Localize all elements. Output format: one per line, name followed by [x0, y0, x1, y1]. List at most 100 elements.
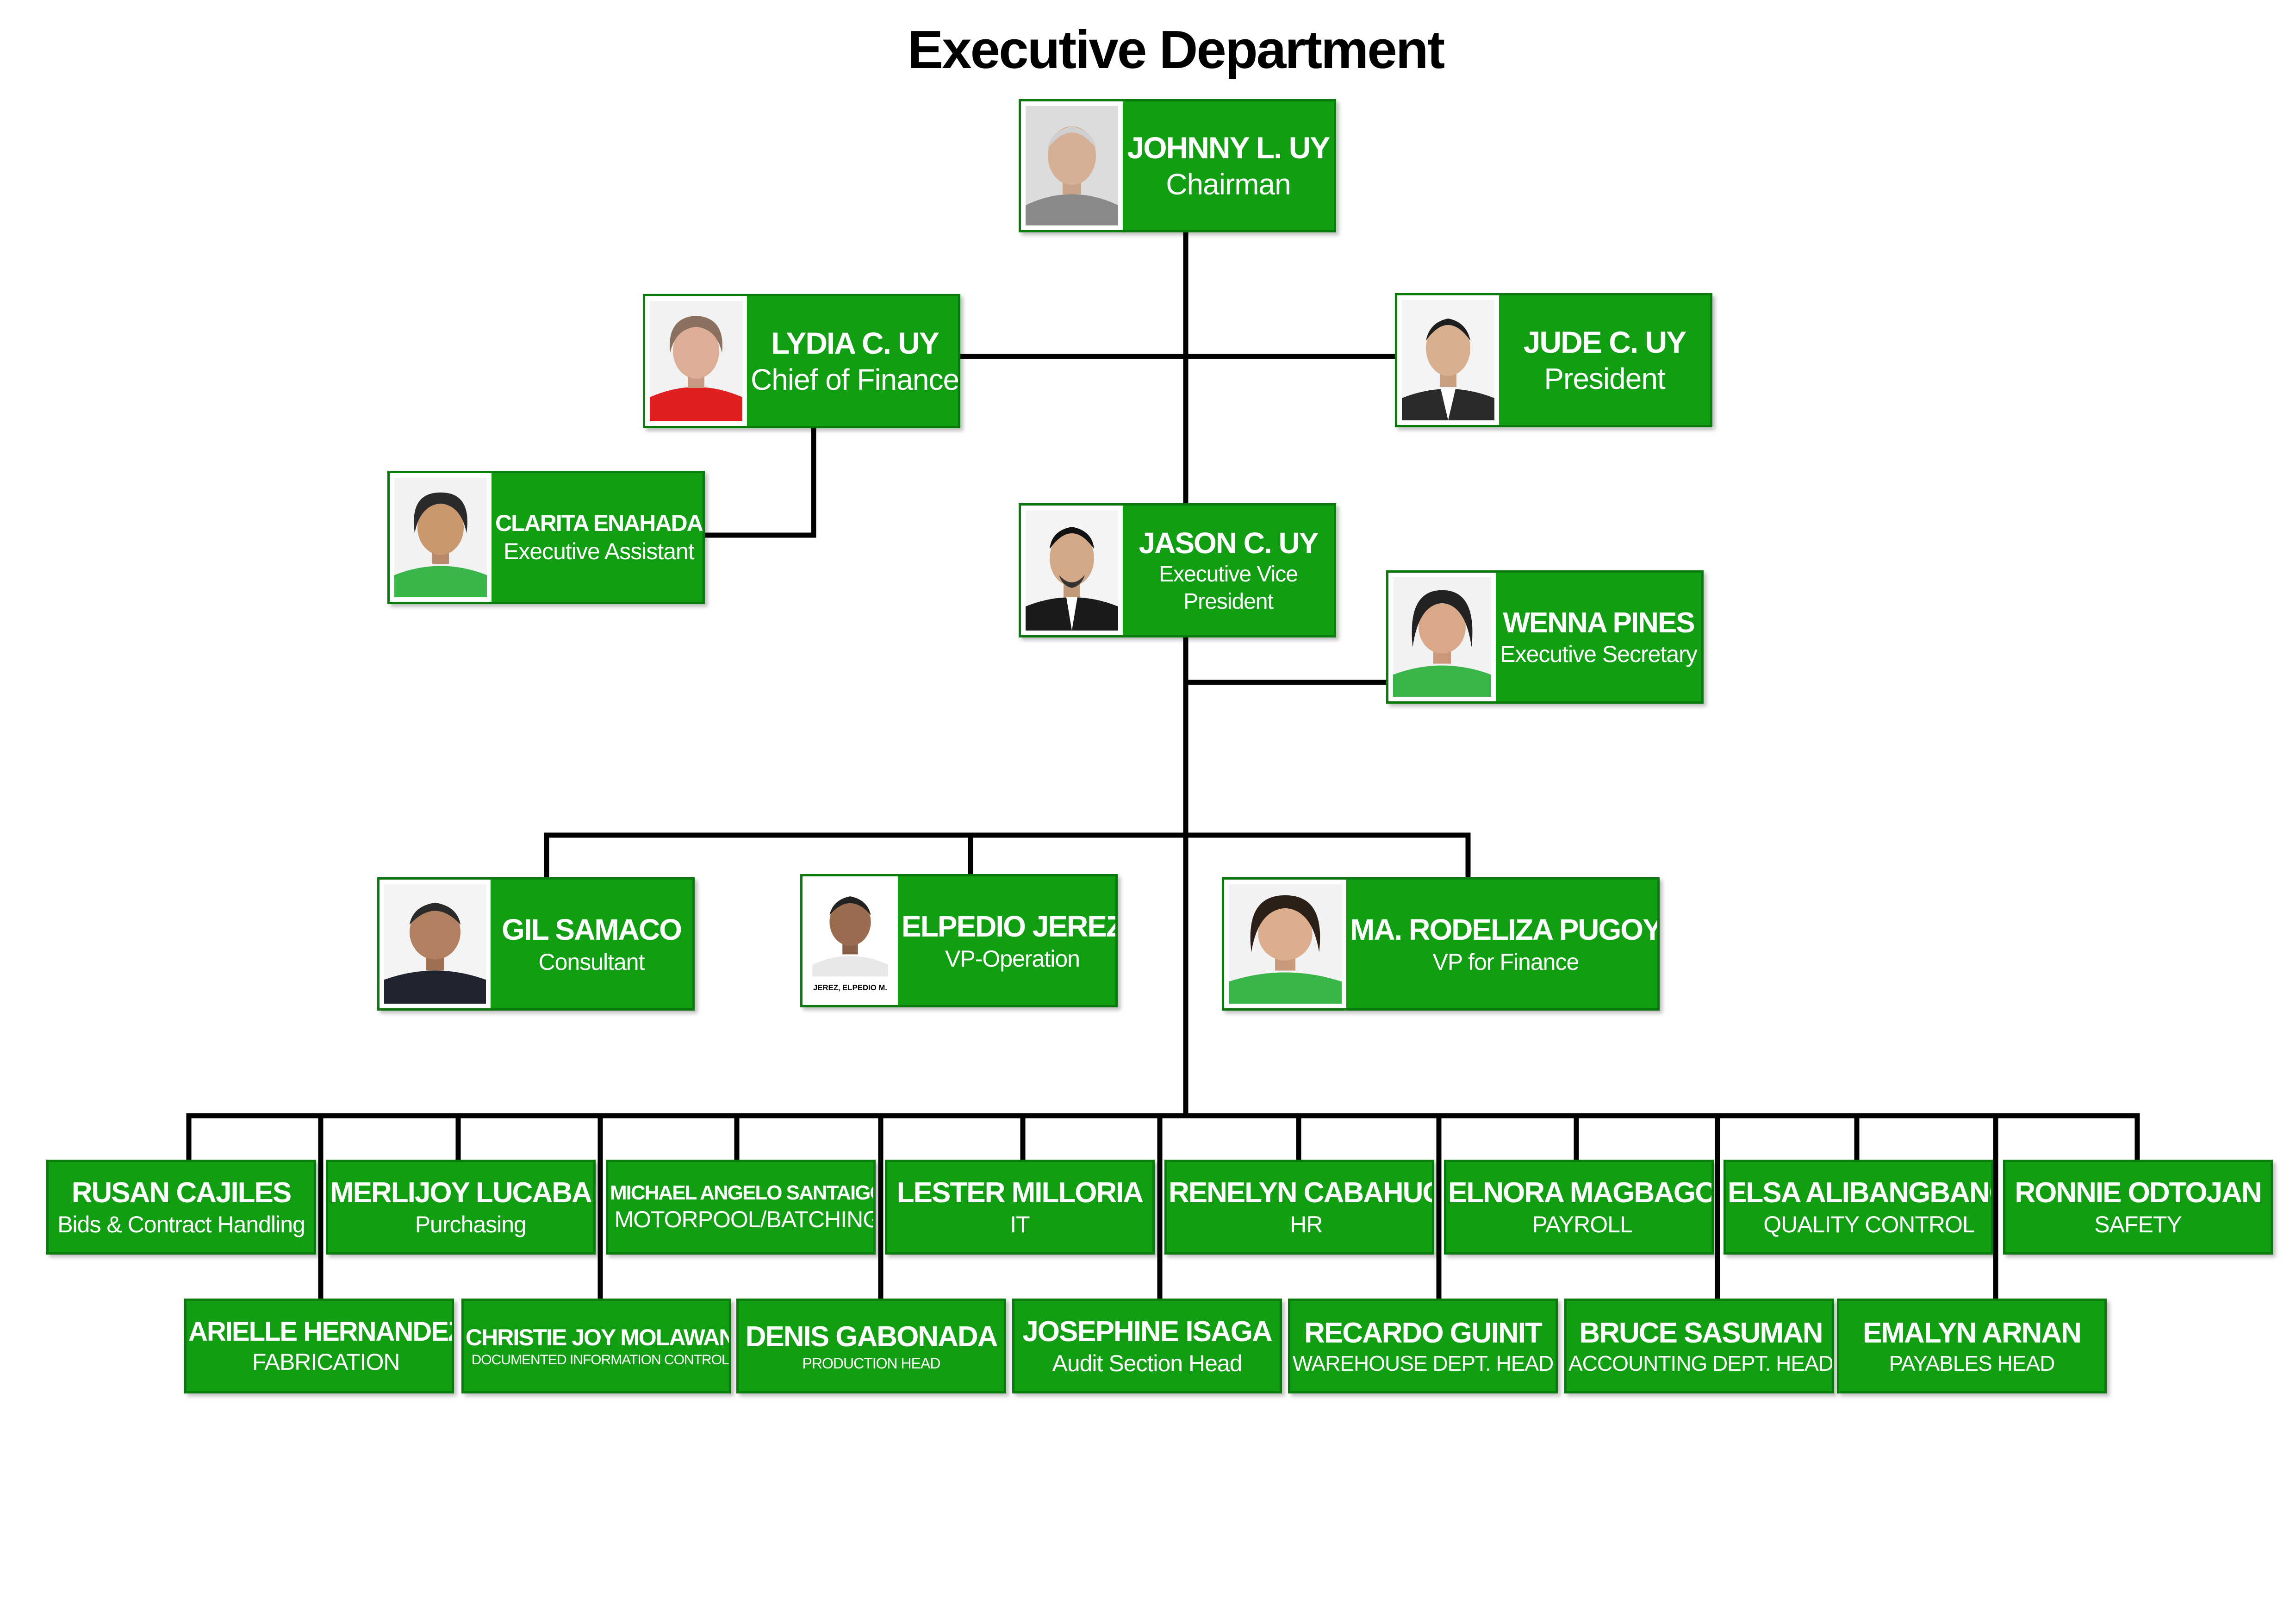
- head-role: DOCUMENTED INFORMATION CONTROL: [471, 1352, 729, 1368]
- card-head-bottom: ARIELLE HERNANDEZ FABRICATION: [184, 1299, 454, 1393]
- card-head-bottom: JOSEPHINE ISAGA Audit Section Head: [1012, 1299, 1282, 1393]
- photo-chief-finance: [645, 296, 747, 426]
- card-executive-vice-president: JASON C. UY Executive Vice President: [1019, 503, 1336, 637]
- head-name: ELSA ALIBANGBANG: [1728, 1177, 1993, 1209]
- card-head-top: MERLIJOY LUCABAN Purchasing: [326, 1160, 596, 1255]
- evp-role-line1: Executive Vice: [1159, 562, 1298, 587]
- head-role: HR: [1290, 1211, 1323, 1237]
- photo-vp-finance: [1224, 880, 1346, 1008]
- card-head-top: ELNORA MAGBAGO PAYROLL: [1444, 1160, 1714, 1255]
- head-text: RECARDO GUINIT WAREHOUSE DEPT. HEAD: [1290, 1316, 1556, 1377]
- vp-operation-name: ELPEDIO JEREZ: [902, 910, 1118, 943]
- head-name: ELNORA MAGBAGO: [1448, 1177, 1714, 1209]
- photo-executive-vice-president: [1021, 506, 1123, 635]
- head-text: RENELYN CABAHUG HR: [1167, 1175, 1434, 1239]
- person-avatar-icon: [1229, 884, 1342, 1004]
- president-name: JUDE C. UY: [1523, 325, 1686, 359]
- head-name: CHRISTIE JOY MOLAWAN: [466, 1324, 731, 1350]
- evp-name: JASON C. UY: [1139, 526, 1319, 560]
- head-text: RUSAN CAJILES Bids & Contract Handling: [49, 1175, 314, 1239]
- head-text: EMALYN ARNAN PAYABLES HEAD: [1839, 1316, 2104, 1377]
- evp-role-line2: President: [1183, 589, 1274, 614]
- card-head-bottom: RECARDO GUINIT WAREHOUSE DEPT. HEAD: [1288, 1299, 1558, 1393]
- head-role: Audit Section Head: [1052, 1350, 1242, 1376]
- card-head-top: RONNIE ODTOJAN SAFETY: [2003, 1160, 2273, 1255]
- head-name: ARIELLE HERNANDEZ: [188, 1316, 454, 1347]
- person-avatar-icon: [394, 478, 487, 597]
- head-role: PAYROLL: [1532, 1211, 1633, 1237]
- card-executive-secretary: WENNA PINES Executive Secretary: [1386, 570, 1704, 704]
- head-text: CHRISTIE JOY MOLAWAN DOCUMENTED INFORMAT…: [464, 1324, 731, 1369]
- card-head-bottom: CHRISTIE JOY MOLAWAN DOCUMENTED INFORMAT…: [461, 1299, 731, 1393]
- photo-executive-assistant: [390, 473, 492, 602]
- executive-assistant-role: Executive Assistant: [503, 538, 695, 564]
- person-avatar-icon: [1402, 300, 1494, 420]
- card-vp-finance: MA. RODELIZA PUGOY VP for Finance: [1222, 877, 1660, 1011]
- person-avatar-icon: [1393, 577, 1491, 697]
- head-name: MERLIJOY LUCABAN: [330, 1177, 596, 1209]
- executive-secretary-name: WENNA PINES: [1503, 606, 1695, 639]
- president-role: President: [1544, 362, 1665, 396]
- head-role: PAYABLES HEAD: [1889, 1351, 2055, 1376]
- card-executive-assistant: CLARITA ENAHADA Executive Assistant: [387, 471, 705, 604]
- head-role: Bids & Contract Handling: [57, 1211, 305, 1237]
- photo-executive-secretary: [1388, 573, 1496, 701]
- head-text: RONNIE ODTOJAN SAFETY: [2005, 1175, 2271, 1239]
- card-head-top: LESTER MILLORIA IT: [885, 1160, 1155, 1255]
- photo-caption: JEREZ, ELPEDIO M.: [813, 983, 887, 992]
- head-name: EMALYN ARNAN: [1863, 1317, 2082, 1349]
- head-name: DENIS GABONADA: [745, 1321, 998, 1353]
- chief-finance-text: LYDIA C. UY Chief of Finance: [747, 325, 958, 398]
- head-text: MICHAEL ANGELO SANTAIGO MOTORPOOL/BATCHI…: [608, 1181, 876, 1234]
- photo-vp-operation: JEREZ, ELPEDIO M.: [803, 876, 898, 1005]
- card-head-top: RENELYN CABAHUG HR: [1164, 1160, 1434, 1255]
- chairman-name: JOHNNY L. UY: [1127, 130, 1331, 165]
- card-head-top: MICHAEL ANGELO SANTAIGO MOTORPOOL/BATCHI…: [606, 1160, 876, 1255]
- head-name: RENELYN CABAHUG: [1169, 1177, 1434, 1209]
- photo-chairman: [1021, 101, 1123, 230]
- head-text: ELNORA MAGBAGO PAYROLL: [1446, 1175, 1714, 1239]
- page-title: Executive Department: [907, 19, 1445, 80]
- card-head-bottom: DENIS GABONADA PRODUCTION HEAD: [736, 1299, 1006, 1393]
- head-role: MOTORPOOL/BATCHING: [614, 1206, 876, 1232]
- head-name: LESTER MILLORIA: [896, 1177, 1144, 1209]
- head-text: JOSEPHINE ISAGA Audit Section Head: [1014, 1314, 1280, 1378]
- card-president: JUDE C. UY President: [1395, 293, 1712, 427]
- head-name: BRUCE SASUMAN: [1579, 1317, 1823, 1349]
- person-avatar-icon: JEREZ, ELPEDIO M.: [807, 881, 893, 1000]
- head-name: RONNIE ODTOJAN: [2015, 1177, 2262, 1209]
- head-role: Purchasing: [415, 1211, 527, 1237]
- head-text: DENIS GABONADA PRODUCTION HEAD: [739, 1319, 1004, 1373]
- photo-consultant: [380, 880, 491, 1008]
- person-avatar-icon: [384, 884, 486, 1004]
- executive-secretary-role: Executive Secretary: [1500, 641, 1698, 668]
- head-text: ELSA ALIBANGBANG QUALITY CONTROL: [1726, 1175, 1993, 1239]
- head-text: ARIELLE HERNANDEZ FABRICATION: [187, 1316, 454, 1377]
- vp-operation-role: VP-Operation: [945, 945, 1080, 972]
- evp-text: JASON C. UY Executive Vice President: [1123, 525, 1334, 615]
- vp-finance-name: MA. RODELIZA PUGOY: [1350, 913, 1660, 947]
- card-chairman: JOHNNY L. UY Chairman: [1019, 99, 1336, 232]
- consultant-role: Consultant: [538, 949, 645, 975]
- president-text: JUDE C. UY President: [1499, 324, 1710, 397]
- person-avatar-icon: [650, 301, 742, 421]
- vp-finance-text: MA. RODELIZA PUGOY VP for Finance: [1346, 912, 1660, 976]
- head-role: WAREHOUSE DEPT. HEAD: [1292, 1351, 1554, 1376]
- head-name: RECARDO GUINIT: [1304, 1317, 1543, 1349]
- head-text: MERLIJOY LUCABAN Purchasing: [328, 1175, 596, 1239]
- chairman-role: Chairman: [1166, 168, 1291, 201]
- chairman-text: JOHNNY L. UY Chairman: [1123, 129, 1334, 203]
- executive-assistant-text: CLARITA ENAHADA Executive Assistant: [492, 509, 703, 566]
- person-avatar-icon: [1026, 106, 1118, 225]
- card-chief-finance: LYDIA C. UY Chief of Finance: [643, 294, 960, 428]
- card-head-bottom: BRUCE SASUMAN ACCOUNTING DEPT. HEAD: [1564, 1299, 1834, 1393]
- person-avatar-icon: [1026, 510, 1118, 631]
- head-role: QUALITY CONTROL: [1763, 1211, 1975, 1237]
- card-head-top: RUSAN CAJILES Bids & Contract Handling: [46, 1160, 316, 1255]
- head-name: RUSAN CAJILES: [71, 1177, 292, 1209]
- vp-finance-role: VP for Finance: [1432, 949, 1579, 975]
- head-role: IT: [1010, 1211, 1030, 1237]
- executive-secretary-text: WENNA PINES Executive Secretary: [1496, 606, 1701, 669]
